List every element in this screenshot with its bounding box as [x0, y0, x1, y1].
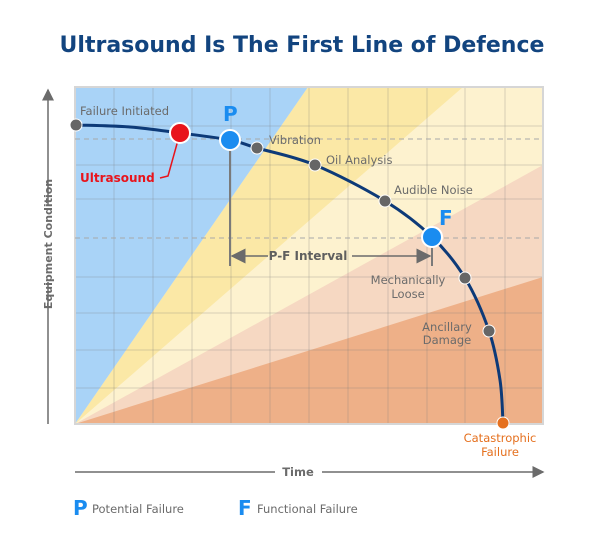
x-axis-label: Time: [282, 465, 314, 479]
catastrophic-failure-dot: [496, 416, 510, 430]
y-axis-label: Equipment Condition: [42, 179, 55, 309]
ancillary-damage-label-line2: Damage: [423, 333, 472, 347]
legend-f-label: Functional Failure: [257, 502, 358, 516]
pf-interval-label: P-F Interval: [269, 249, 348, 263]
audible-noise-dot: [378, 194, 392, 208]
ancillary-damage-dot: [482, 324, 496, 338]
oil-analysis-label: Oil Analysis: [326, 153, 392, 167]
failure-initiated-label: Failure Initiated: [80, 104, 169, 118]
mechanically-loose-label-line2: Loose: [391, 287, 424, 301]
f-functional-failure-dot: [421, 226, 443, 248]
vibration-label: Vibration: [269, 133, 321, 147]
ultrasound-label: Ultrasound: [80, 171, 155, 185]
zone-yellow: [75, 87, 463, 424]
vibration-dot: [250, 141, 264, 155]
catastrophic-failure-label-line2: Failure: [481, 445, 519, 459]
zone-orange: [75, 277, 543, 424]
legend-p-label: Potential Failure: [92, 502, 184, 516]
ultrasound-leader: [159, 132, 181, 179]
legend-f-symbol: F: [238, 496, 252, 520]
f-marker-label: F: [439, 206, 453, 230]
mechanically-loose-dot: [458, 271, 472, 285]
catastrophic-failure-label-line1: Catastrophic: [464, 431, 537, 445]
p-marker-label: P: [223, 102, 238, 126]
oil-analysis-dot: [308, 158, 322, 172]
failure-initiated-dot: [69, 118, 83, 132]
plot-border: [74, 86, 544, 425]
p-potential-failure-dot: [219, 129, 241, 151]
ultrasound-dot: [169, 122, 191, 144]
page-title: Ultrasound Is The First Line of Defence: [60, 33, 545, 58]
legend-p-symbol: P: [73, 496, 88, 520]
zone-blue: [75, 87, 308, 424]
legend: P Potential Failure F Functional Failure: [73, 496, 358, 520]
ancillary-damage-label-line1: Ancillary: [422, 320, 472, 334]
mechanically-loose-label-line1: Mechanically: [371, 273, 446, 287]
audible-noise-label: Audible Noise: [394, 183, 473, 197]
